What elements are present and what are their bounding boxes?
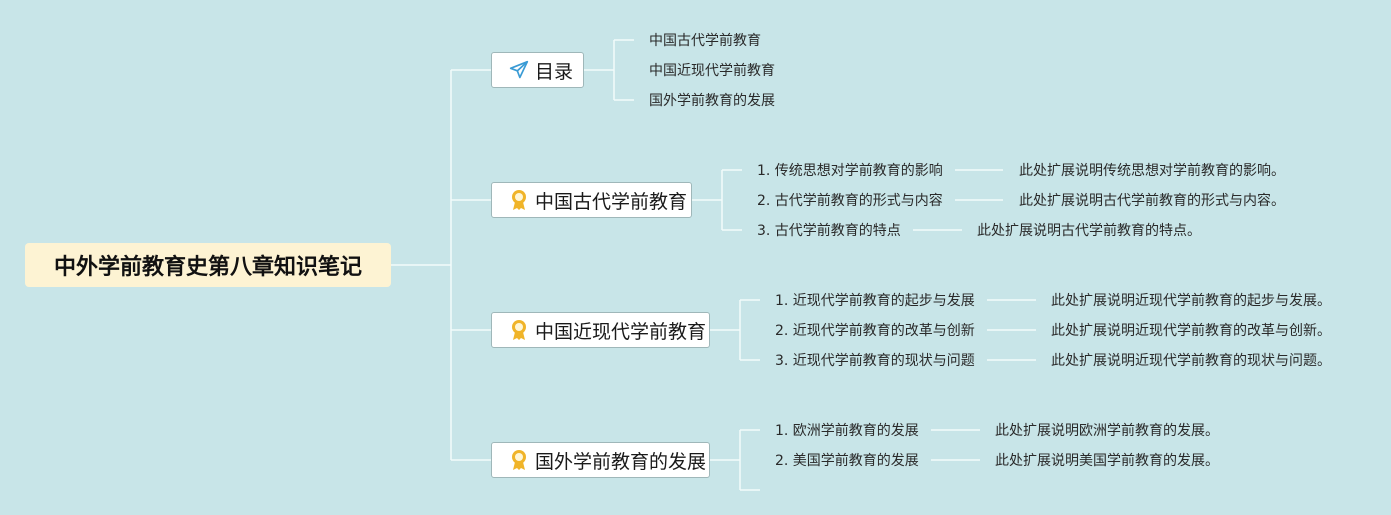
subtopic-note[interactable]: 此处扩展说明古代学前教育的形式与内容。 xyxy=(1019,193,1285,209)
award-ribbon-icon xyxy=(508,319,530,341)
contents-item[interactable]: 中国近现代学前教育 xyxy=(649,63,775,79)
branch-label: 中国古代学前教育 xyxy=(535,190,688,213)
subtopic-item[interactable]: 3. 古代学前教育的特点 xyxy=(757,223,901,239)
contents-item[interactable]: 国外学前教育的发展 xyxy=(649,93,775,109)
root-topic[interactable]: 中外学前教育史第八章知识笔记 xyxy=(25,243,391,287)
subtopic-item[interactable]: 1. 欧洲学前教育的发展 xyxy=(775,423,919,439)
branch-ancient-china[interactable]: 中国古代学前教育 xyxy=(491,182,692,218)
subtopic-note[interactable]: 此处扩展说明古代学前教育的特点。 xyxy=(977,223,1201,239)
root-title: 中外学前教育史第八章知识笔记 xyxy=(53,255,362,280)
branch-foreign[interactable]: 国外学前教育的发展 xyxy=(491,442,710,478)
branch-modern-china[interactable]: 中国近现代学前教育 xyxy=(491,312,710,348)
subtopic-item[interactable]: 2. 美国学前教育的发展 xyxy=(775,453,919,469)
subtopic-note[interactable]: 此处扩展说明近现代学前教育的现状与问题。 xyxy=(1051,353,1331,369)
award-ribbon-icon xyxy=(508,449,530,471)
subtopic-note[interactable]: 此处扩展说明美国学前教育的发展。 xyxy=(995,453,1219,469)
branch-label: 中国近现代学前教育 xyxy=(535,320,707,343)
subtopic-item[interactable]: 1. 近现代学前教育的起步与发展 xyxy=(775,293,975,309)
branch-label: 国外学前教育的发展 xyxy=(535,450,707,473)
award-ribbon-icon xyxy=(508,189,530,211)
subtopic-item[interactable]: 3. 近现代学前教育的现状与问题 xyxy=(775,353,975,369)
subtopic-note[interactable]: 此处扩展说明近现代学前教育的改革与创新。 xyxy=(1051,323,1331,339)
contents-item[interactable]: 中国古代学前教育 xyxy=(649,33,761,49)
subtopic-item[interactable]: 2. 近现代学前教育的改革与创新 xyxy=(775,323,975,339)
paper-plane-icon xyxy=(508,59,530,81)
subtopic-item[interactable]: 2. 古代学前教育的形式与内容 xyxy=(757,193,943,209)
subtopic-note[interactable]: 此处扩展说明传统思想对学前教育的影响。 xyxy=(1019,163,1285,179)
subtopic-note[interactable]: 此处扩展说明欧洲学前教育的发展。 xyxy=(995,423,1219,439)
branch-contents[interactable]: 目录 xyxy=(491,52,584,88)
branch-label: 目录 xyxy=(535,60,574,83)
subtopic-note[interactable]: 此处扩展说明近现代学前教育的起步与发展。 xyxy=(1051,293,1331,309)
subtopic-item[interactable]: 1. 传统思想对学前教育的影响 xyxy=(757,163,943,179)
